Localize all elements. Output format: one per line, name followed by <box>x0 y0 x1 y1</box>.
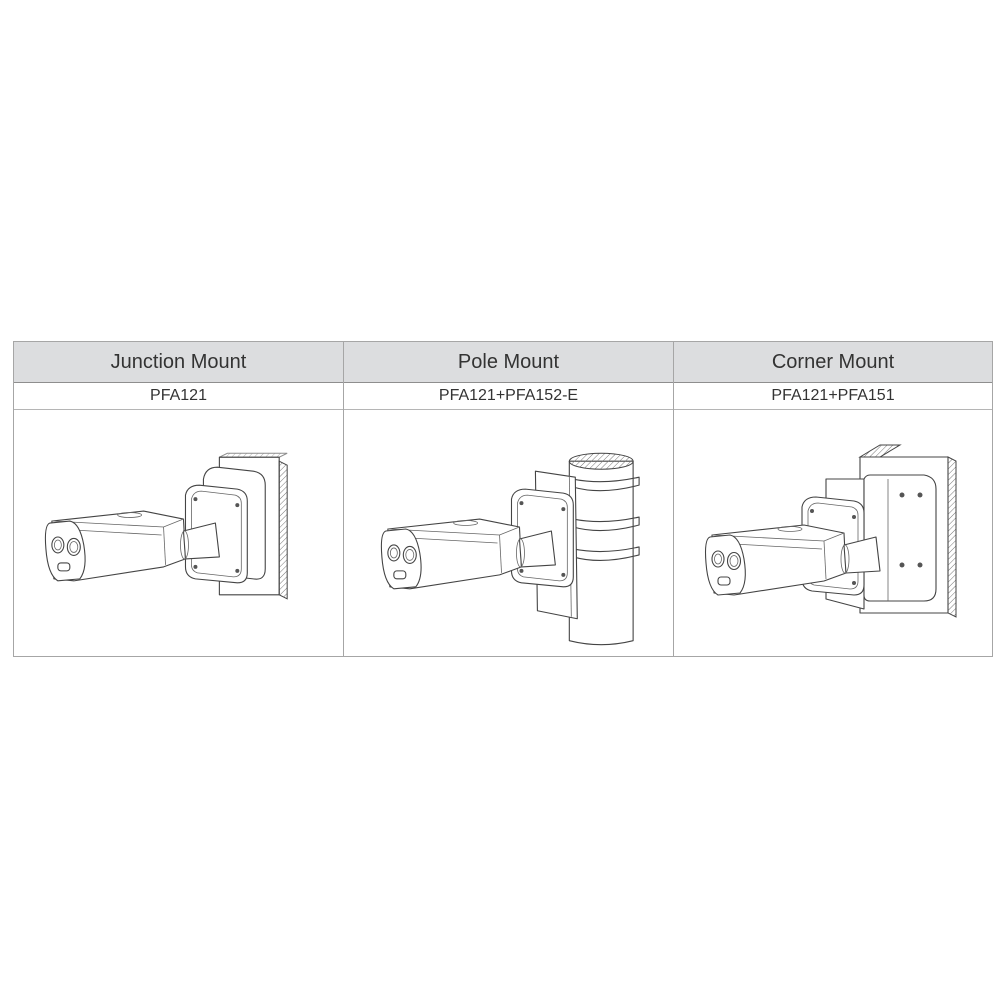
model-pole-mount: PFA121+PFA152-E <box>344 382 674 409</box>
junction-mount-illustration <box>14 409 344 657</box>
model-corner-mount: PFA121+PFA151 <box>771 386 895 404</box>
table-image-row <box>14 409 992 657</box>
corner-mount-illustration <box>674 409 992 657</box>
table-header-row: Junction Mount Pole Mount Corner Mount <box>14 342 992 383</box>
camera-pole-mount-drawing <box>380 452 640 646</box>
pole-mount-illustration <box>344 409 674 657</box>
camera-corner-mount-drawing <box>704 444 957 618</box>
mounting-options-table: Junction Mount Pole Mount Corner Mount P… <box>13 341 993 657</box>
header-corner-mount: Corner Mount <box>771 350 895 373</box>
table-model-row: PFA121 PFA121+PFA152-E PFA121+PFA151 <box>14 382 992 410</box>
camera-junction-mount-drawing <box>44 452 288 600</box>
header-pole-mount: Pole Mount <box>344 342 674 382</box>
model-junction-mount: PFA121 <box>14 382 344 409</box>
header-junction-mount: Junction Mount <box>14 342 344 382</box>
